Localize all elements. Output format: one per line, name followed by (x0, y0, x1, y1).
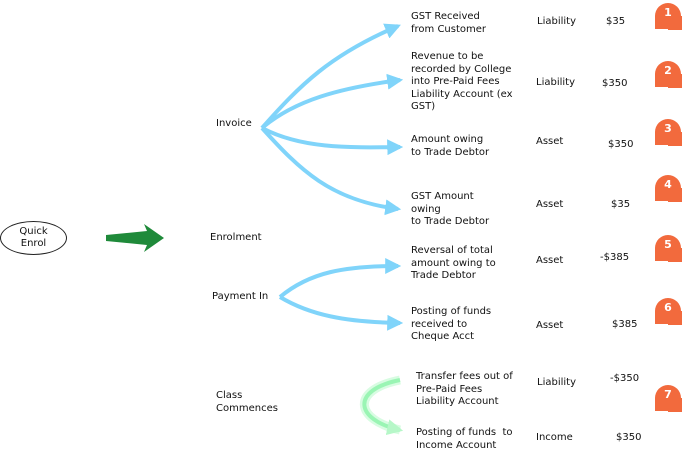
marker-number: 6 (664, 301, 672, 314)
row-amount: $385 (612, 319, 638, 330)
arrow-invoice-to-gst-received (260, 23, 401, 130)
marker-pin-icon: 5 (654, 234, 685, 274)
row-account-type: Income (536, 432, 573, 443)
marker-pin-icon: 2 (654, 60, 685, 100)
arrow-invoice-to-amount-owing (261, 126, 404, 156)
row-account-type: Asset (536, 199, 564, 210)
row-account-type: Asset (536, 320, 564, 331)
row-account-type: Asset (536, 255, 564, 266)
arrow-quick-enrol (106, 224, 164, 252)
arrow-invoice-to-revenue (260, 73, 404, 130)
row-amount: -$385 (600, 252, 630, 263)
row-account-type: Asset (536, 136, 564, 147)
row-amount: $350 (616, 432, 642, 443)
marker-number: 5 (664, 238, 672, 251)
row-description: GST Amount owing to Trade Debtor (411, 191, 490, 227)
arrow-payment-to-reversal (278, 258, 402, 299)
row-account-type: Liability (536, 77, 575, 88)
row-amount: $350 (602, 78, 628, 89)
marker-pin-icon: 7 (654, 384, 685, 424)
row-description: Posting of funds received to Cheque Acct (411, 306, 492, 342)
row-description: Reversal of total amount owing to Trade … (411, 245, 496, 281)
class-commences-label: Class Commences (216, 390, 278, 414)
row-description: Transfer fees out of Pre-Paid Fees Liabi… (416, 371, 513, 407)
row-description: Revenue to be recorded by College into P… (411, 51, 513, 112)
marker-pin-icon: 3 (654, 118, 685, 158)
marker-number: 4 (664, 178, 672, 191)
enrolment-label: Enrolment (210, 232, 262, 243)
row-description: Posting of funds to Income Account (416, 427, 513, 451)
row-amount: $350 (608, 139, 634, 150)
invoice-label: Invoice (216, 118, 252, 129)
row-amount: -$350 (610, 373, 640, 384)
marker-number: 1 (664, 6, 672, 19)
marker-pin-icon: 4 (654, 174, 685, 214)
row-amount: $35 (611, 199, 631, 210)
marker-pin-icon: 6 (654, 297, 685, 337)
row-description: GST Received from Customer (411, 11, 487, 35)
marker-number: 7 (664, 388, 672, 401)
row-description: Amount owing to Trade Debtor (411, 134, 490, 158)
arrow-invoice-to-gst-owing (260, 126, 402, 216)
row-account-type: Liability (537, 377, 576, 388)
marker-number: 2 (664, 64, 672, 77)
marker-pin-icon: 1 (654, 2, 685, 42)
row-amount: $35 (606, 16, 626, 27)
quick-enrol-node: Quick Enrol (0, 221, 67, 255)
marker-number: 3 (664, 122, 672, 135)
row-account-type: Liability (537, 16, 576, 27)
arrow-payment-to-cheque (278, 295, 404, 331)
payment-in-label: Payment In (212, 291, 269, 302)
